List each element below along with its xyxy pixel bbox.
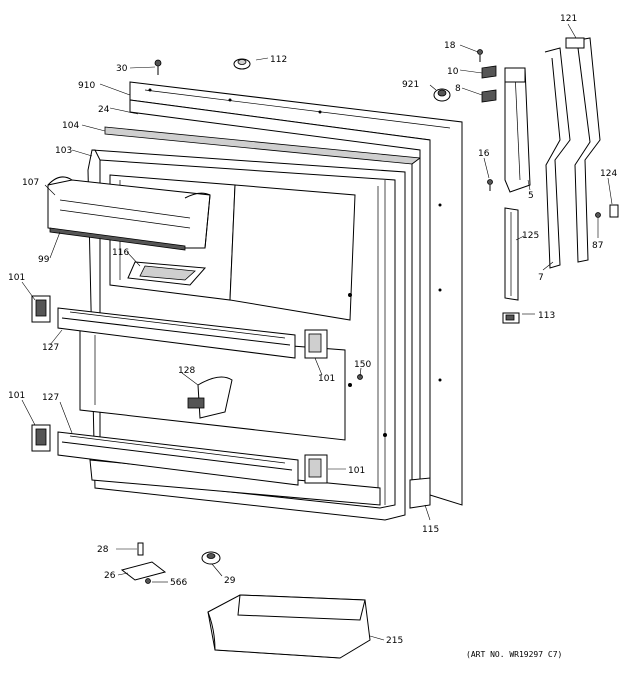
- leader-lines: [21, 23, 613, 641]
- callout-labels: 30 112 910 24 104 103 107 99 116 101 127…: [8, 14, 617, 646]
- callout-24: 24: [98, 105, 110, 115]
- screw-16: [487, 179, 493, 191]
- art-number: (ART NO. WR19297 C7): [466, 650, 562, 659]
- shelf-rail-upper: [57, 307, 296, 359]
- callout-101-left-upper: 101: [8, 273, 25, 283]
- screw-30: [154, 59, 162, 75]
- shelf-clip-left-lower: [31, 424, 51, 452]
- callout-112: 112: [270, 55, 287, 65]
- cap-124: [609, 204, 619, 218]
- callout-127-lower: 127: [42, 393, 59, 403]
- callout-124: 124: [600, 169, 617, 179]
- shelf-divider: [187, 376, 233, 419]
- callout-128: 128: [178, 366, 195, 376]
- dairy-door: [47, 176, 211, 251]
- callout-5: 5: [528, 191, 534, 201]
- callout-121: 121: [560, 14, 577, 24]
- callout-99: 99: [38, 255, 50, 265]
- callout-30: 30: [116, 64, 128, 74]
- callout-101-left-lower: 101: [8, 391, 25, 401]
- shelf-clip-right-lower: [304, 454, 328, 484]
- callout-566: 566: [170, 578, 187, 588]
- bracket-8: [481, 89, 497, 103]
- callout-10: 10: [447, 67, 459, 77]
- callout-215: 215: [386, 636, 403, 646]
- bushing-921: [433, 88, 451, 102]
- pin-28: [137, 542, 144, 556]
- callout-113: 113: [538, 311, 555, 321]
- handle-7: [544, 47, 571, 269]
- callout-87: 87: [592, 241, 603, 251]
- callout-7: 7: [538, 273, 544, 283]
- callout-104: 104: [62, 121, 79, 131]
- callout-101-right-lower: 101: [348, 466, 365, 476]
- handle-121: [565, 37, 601, 263]
- callout-116: 116: [112, 248, 129, 258]
- clip-113: [502, 312, 520, 324]
- screw-566: [145, 578, 151, 584]
- cap-29: [201, 551, 221, 565]
- door-bin-215: [207, 594, 371, 659]
- plate-26: [120, 561, 167, 581]
- callout-8: 8: [455, 84, 461, 94]
- trim-125: [504, 207, 519, 301]
- shelf-clip-right-upper: [304, 329, 328, 359]
- bracket-10: [481, 65, 497, 79]
- callout-115: 115: [422, 525, 439, 535]
- screw-18: [477, 49, 483, 62]
- callout-28: 28: [97, 545, 109, 555]
- shelf-clip-left-upper: [31, 295, 51, 323]
- callout-150: 150: [354, 360, 371, 370]
- callout-107: 107: [22, 178, 39, 188]
- door-stop: [409, 477, 431, 509]
- callout-16: 16: [478, 149, 490, 159]
- butter-tray: [127, 261, 207, 286]
- plug-button-112: [233, 58, 251, 70]
- hinge-bracket-5: [504, 67, 531, 193]
- callout-103: 103: [55, 146, 72, 156]
- shelf-rail-lower: [57, 431, 299, 486]
- callout-910: 910: [78, 81, 95, 91]
- callout-127-upper: 127: [42, 343, 59, 353]
- callout-29: 29: [224, 576, 236, 586]
- screw-87: [595, 212, 601, 218]
- callout-26: 26: [104, 571, 116, 581]
- callout-125: 125: [522, 231, 539, 241]
- callout-101-right-upper: 101: [318, 374, 335, 384]
- callout-921: 921: [402, 80, 419, 90]
- callout-18: 18: [444, 41, 456, 51]
